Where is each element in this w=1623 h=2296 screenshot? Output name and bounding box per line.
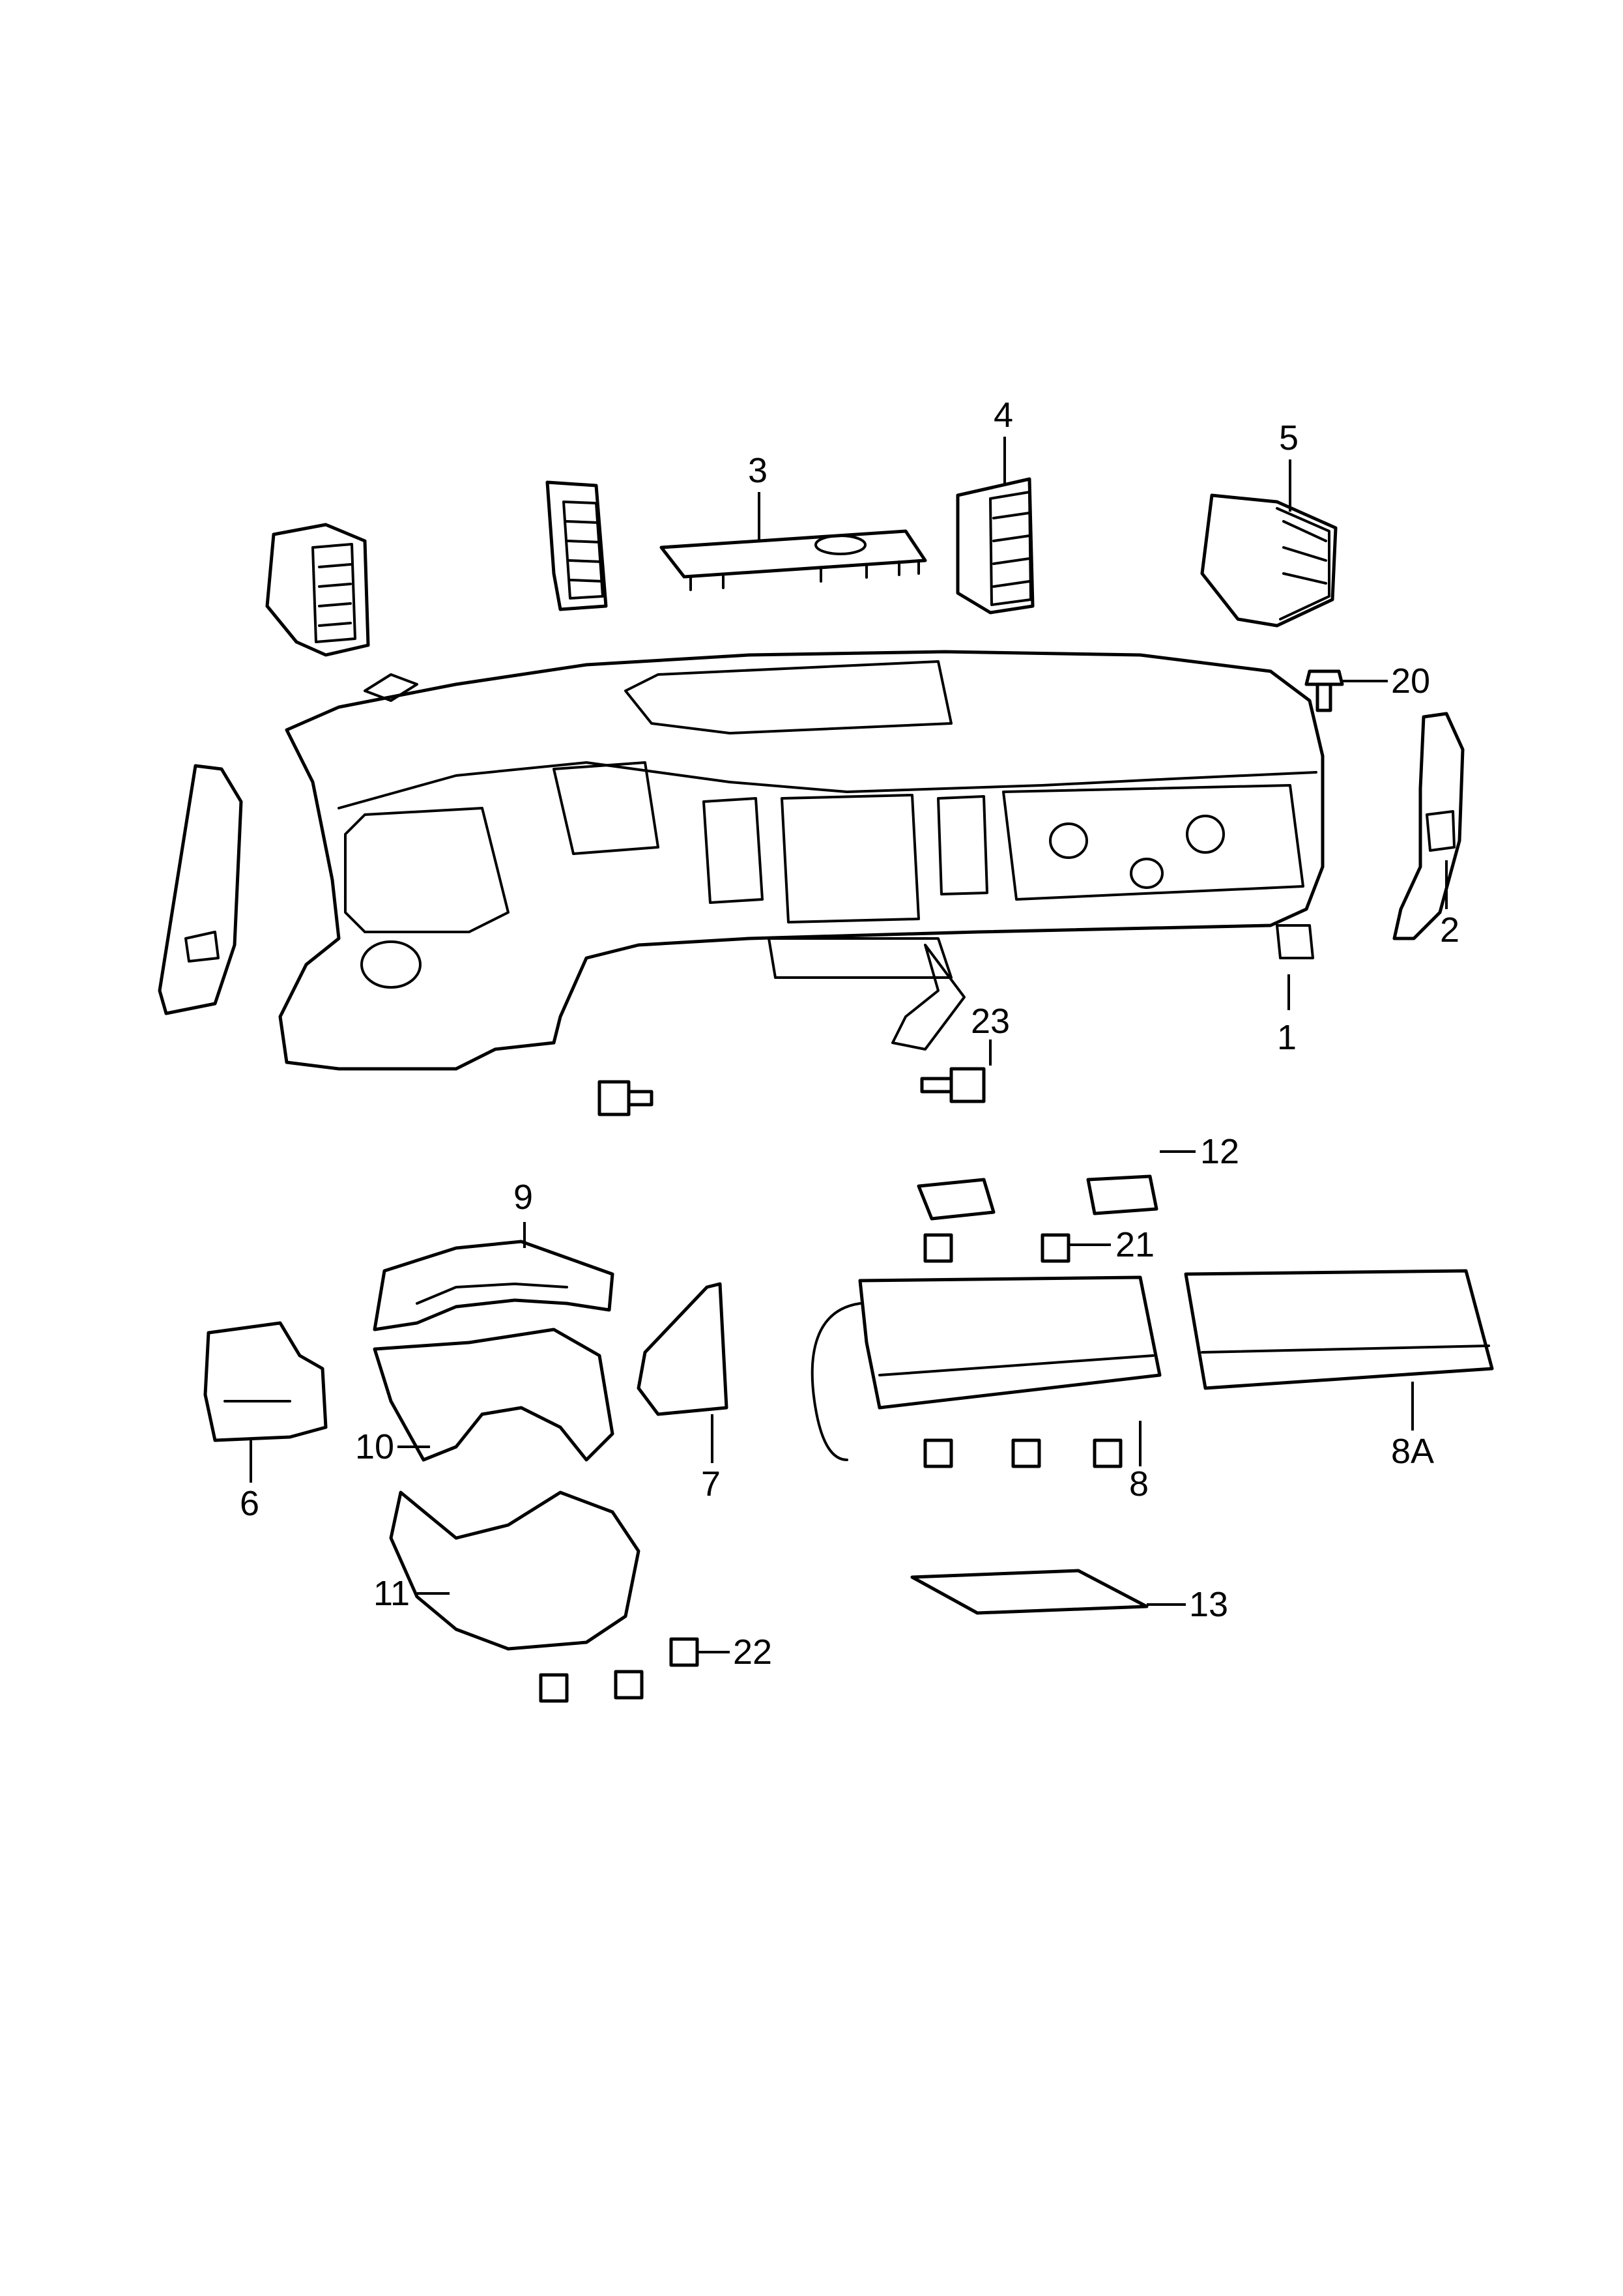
- knee-airbag-8: [811, 1275, 1162, 1461]
- callout-12: 12: [1200, 1132, 1239, 1171]
- left-outer-air-vent: [265, 523, 370, 657]
- clip-12-right: [1086, 1174, 1158, 1215]
- callout-6: 6: [240, 1484, 259, 1523]
- right-outer-air-vent: [1200, 493, 1338, 628]
- callout-21: 21: [1115, 1225, 1155, 1264]
- screw-20: [1304, 669, 1344, 712]
- callout-13: 13: [1189, 1585, 1228, 1624]
- screw-8-c: [1093, 1438, 1123, 1468]
- callout-23: 23: [971, 1002, 1010, 1041]
- screw-under-dash: [597, 1080, 654, 1116]
- callout-1: 1: [1277, 1018, 1297, 1057]
- screw-22-b: [614, 1670, 644, 1700]
- right-side-panel: [1392, 712, 1465, 940]
- callout-3: 3: [748, 451, 768, 490]
- screw-8-b: [1011, 1438, 1041, 1468]
- screw-23: [920, 1067, 986, 1103]
- callout-2: 2: [1440, 910, 1459, 950]
- right-center-air-vent: [956, 477, 1035, 615]
- left-center-air-vent: [545, 480, 608, 611]
- steering-column-cover-upper: [373, 1240, 614, 1331]
- bottom-cover-13: [910, 1569, 1149, 1615]
- callout-4: 4: [994, 396, 1013, 435]
- callout-8A: 8A: [1391, 1432, 1434, 1471]
- clip-12-left: [917, 1178, 996, 1221]
- callout-11: 11: [373, 1574, 410, 1613]
- callout-9: 9: [513, 1178, 533, 1217]
- dashboard-carrier: [278, 650, 1325, 1071]
- callout-22: 22: [733, 1633, 772, 1672]
- knee-airbag-cover-8A: [1184, 1269, 1494, 1390]
- leader-lines: [250, 437, 1448, 1653]
- left-side-panel: [158, 764, 243, 1015]
- screw-21-a: [923, 1233, 953, 1263]
- callout-10: 10: [355, 1427, 394, 1466]
- screw-21-b: [1041, 1233, 1070, 1263]
- steering-column-cover-lower: [389, 1490, 640, 1651]
- center-trim-strip: [659, 529, 927, 591]
- callout-5: 5: [1279, 418, 1299, 458]
- screw-22-a: [539, 1673, 569, 1703]
- callout-20: 20: [1391, 661, 1430, 701]
- trim-panel-6: [203, 1321, 328, 1442]
- trim-panel-7: [637, 1282, 728, 1416]
- callout-8: 8: [1129, 1464, 1149, 1504]
- screw-8-a: [923, 1438, 953, 1468]
- callout-7: 7: [701, 1464, 721, 1504]
- steering-column-cover-middle: [373, 1328, 614, 1462]
- screw-22-c: [669, 1637, 699, 1667]
